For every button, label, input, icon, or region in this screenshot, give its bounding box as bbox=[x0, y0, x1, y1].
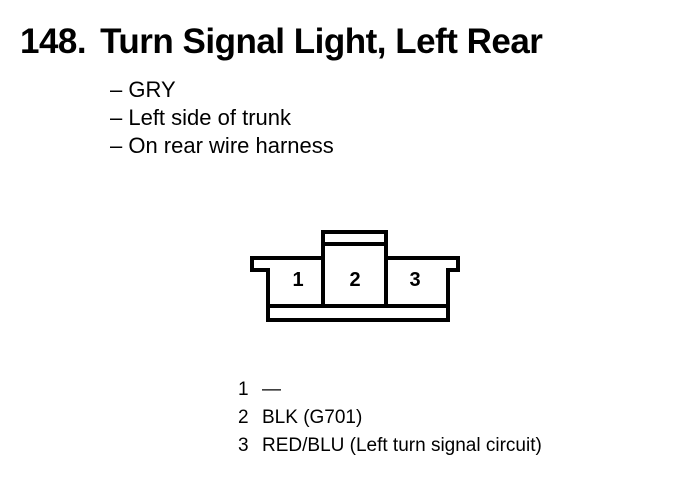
detail-color: – GRY bbox=[110, 77, 176, 102]
cavity-label-2: 2 bbox=[349, 269, 360, 291]
detail-harness: – On rear wire harness bbox=[110, 133, 334, 158]
connector-diagram: 1 2 3 bbox=[250, 230, 460, 322]
pin-row: 1— bbox=[238, 376, 542, 404]
pin-number: 2 bbox=[238, 407, 249, 428]
cavity-floor bbox=[266, 270, 450, 308]
cavity-label-1: 1 bbox=[292, 269, 303, 291]
pin-row: 3 RED/BLU (Left turn signal circuit) bbox=[238, 432, 542, 460]
component-title: Turn Signal Light, Left Rear bbox=[100, 22, 543, 61]
pin-number: 3 bbox=[238, 435, 249, 456]
pin-description: BLK (G701) bbox=[262, 407, 363, 428]
pin-row: 2 BLK (G701) bbox=[238, 404, 542, 432]
cavity-label-3: 3 bbox=[409, 269, 420, 291]
pin-description: — bbox=[262, 379, 281, 400]
component-number: 148. bbox=[20, 22, 87, 61]
page-title: 148. Turn Signal Light, Left Rear bbox=[20, 22, 543, 62]
pin-description: RED/BLU (Left turn signal circuit) bbox=[262, 435, 542, 456]
pin-number: 1 bbox=[238, 379, 249, 400]
detail-location: – Left side of trunk bbox=[110, 105, 291, 130]
connector-details: – GRY – Left side of trunk – On rear wir… bbox=[110, 76, 334, 160]
